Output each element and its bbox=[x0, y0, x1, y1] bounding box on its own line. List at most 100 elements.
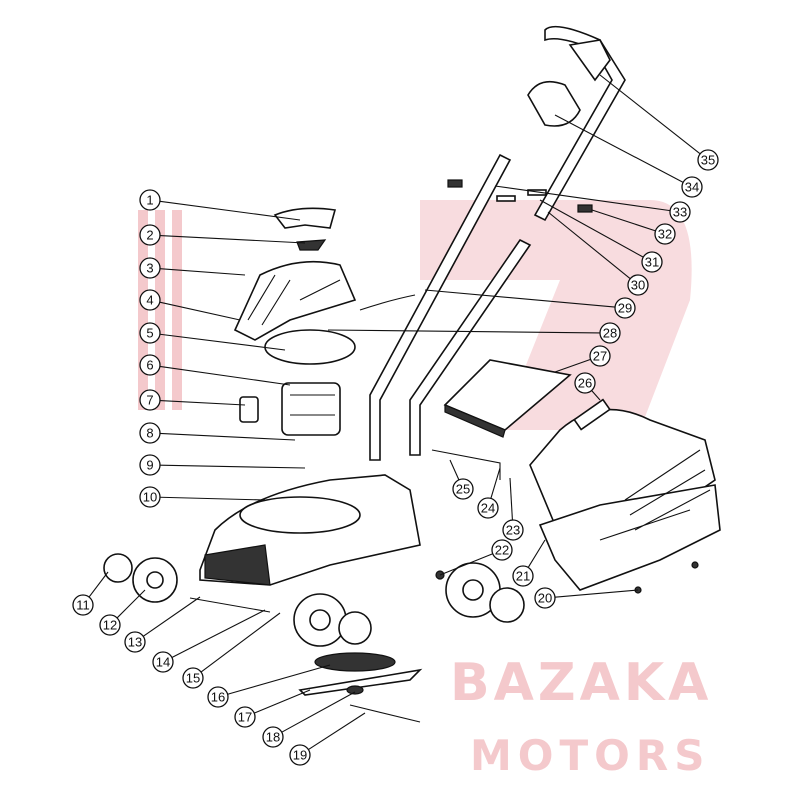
callout-33: 33 bbox=[494, 185, 691, 223]
grass-box-bottom bbox=[538, 484, 721, 591]
callout-circle bbox=[669, 201, 691, 223]
callout-circle bbox=[589, 345, 611, 367]
leader-line bbox=[281, 691, 356, 733]
leader-line bbox=[159, 333, 286, 351]
callout-number: 27 bbox=[593, 349, 607, 364]
leader-line bbox=[159, 399, 246, 406]
callout-circle bbox=[477, 497, 499, 519]
callout-circle bbox=[139, 486, 161, 508]
rear-wheel-cap bbox=[103, 553, 133, 583]
leader-line bbox=[494, 185, 671, 212]
callout-circle bbox=[452, 478, 474, 500]
callout-circle bbox=[627, 274, 649, 296]
watermark-text: BAZAKA MOTORS bbox=[450, 653, 712, 780]
callout-number: 1 bbox=[146, 193, 153, 208]
callout-number: 17 bbox=[238, 710, 252, 725]
callout-number: 22 bbox=[495, 543, 509, 558]
callout-number: 9 bbox=[146, 458, 153, 473]
callout-number: 13 bbox=[128, 635, 142, 650]
callout-circle bbox=[152, 651, 174, 673]
parts bbox=[103, 25, 721, 723]
callout-2: 2 bbox=[139, 224, 306, 246]
right-lower-handle bbox=[409, 238, 532, 456]
callout-12: 12 bbox=[99, 589, 146, 636]
callout-circle bbox=[534, 587, 556, 609]
leader-line bbox=[159, 496, 266, 501]
callout-6: 6 bbox=[139, 354, 291, 386]
callout-number: 5 bbox=[146, 326, 153, 341]
motor-cover bbox=[233, 260, 357, 341]
leader-line bbox=[547, 211, 631, 280]
callout-circle bbox=[139, 422, 161, 444]
leader-line bbox=[449, 459, 460, 481]
leader-line bbox=[424, 289, 616, 308]
callout-number: 23 bbox=[506, 523, 520, 538]
callout-number: 2 bbox=[146, 228, 153, 243]
callout-circle bbox=[139, 389, 161, 411]
leader-line bbox=[227, 664, 331, 695]
callout-circle bbox=[641, 251, 663, 273]
callout-circle bbox=[491, 539, 513, 561]
callout-7: 7 bbox=[139, 389, 246, 411]
leader-line bbox=[159, 268, 246, 276]
front-right-cap bbox=[489, 587, 525, 623]
leader-line bbox=[490, 467, 501, 499]
leader-line bbox=[509, 477, 513, 521]
callout-13: 13 bbox=[124, 596, 201, 653]
leader-line bbox=[591, 209, 656, 232]
callout-circle bbox=[139, 257, 161, 279]
front-left-cap bbox=[338, 611, 372, 645]
callout-number: 21 bbox=[516, 569, 530, 584]
leader-line bbox=[200, 612, 281, 673]
callouts: 1234567891011121314151617181920212223242… bbox=[72, 74, 719, 766]
callout-circle bbox=[139, 289, 161, 311]
callout-14: 14 bbox=[152, 609, 266, 673]
callout-number: 29 bbox=[618, 301, 632, 316]
callout-circle bbox=[614, 297, 636, 319]
deck-opening bbox=[239, 496, 361, 534]
watermark bbox=[138, 200, 692, 430]
callout-26: 26 bbox=[574, 372, 601, 401]
callout-number: 15 bbox=[186, 671, 200, 686]
callout-circle bbox=[139, 322, 161, 344]
callout-19: 19 bbox=[289, 712, 366, 766]
callout-number: 18 bbox=[266, 730, 280, 745]
callout-circle bbox=[502, 519, 524, 541]
callout-number: 6 bbox=[146, 358, 153, 373]
callout-number: 32 bbox=[658, 227, 672, 242]
callout-number: 11 bbox=[76, 598, 90, 613]
callout-number: 12 bbox=[103, 618, 117, 633]
rear-axle bbox=[189, 597, 271, 613]
callout-circle bbox=[574, 372, 596, 394]
leader-line bbox=[539, 199, 644, 258]
callout-circle bbox=[207, 686, 229, 708]
callout-number: 16 bbox=[211, 690, 225, 705]
callout-4: 4 bbox=[139, 289, 241, 321]
callout-circle bbox=[262, 726, 284, 748]
leader-line bbox=[159, 365, 291, 386]
callout-3: 3 bbox=[139, 257, 246, 279]
callout-number: 28 bbox=[603, 326, 617, 341]
callout-circle bbox=[139, 354, 161, 376]
callout-number: 31 bbox=[645, 255, 659, 270]
leader-line bbox=[527, 539, 546, 568]
watermark-line1: BAZAKA bbox=[450, 653, 712, 713]
callout-circle bbox=[289, 744, 311, 766]
leader-line bbox=[88, 571, 109, 598]
motor-ring bbox=[264, 329, 356, 365]
callout-15: 15 bbox=[182, 612, 281, 689]
leader-line bbox=[159, 200, 301, 221]
cover-plate bbox=[296, 239, 327, 251]
callout-23: 23 bbox=[502, 477, 524, 541]
fan bbox=[314, 652, 396, 672]
callout-number: 14 bbox=[156, 655, 170, 670]
callout-circle bbox=[697, 149, 719, 171]
leader-line bbox=[439, 553, 493, 576]
callout-17: 17 bbox=[234, 689, 311, 728]
callout-number: 8 bbox=[146, 426, 153, 441]
callout-number: 10 bbox=[143, 490, 157, 505]
callout-22: 22 bbox=[439, 539, 513, 576]
callout-circle bbox=[654, 223, 676, 245]
